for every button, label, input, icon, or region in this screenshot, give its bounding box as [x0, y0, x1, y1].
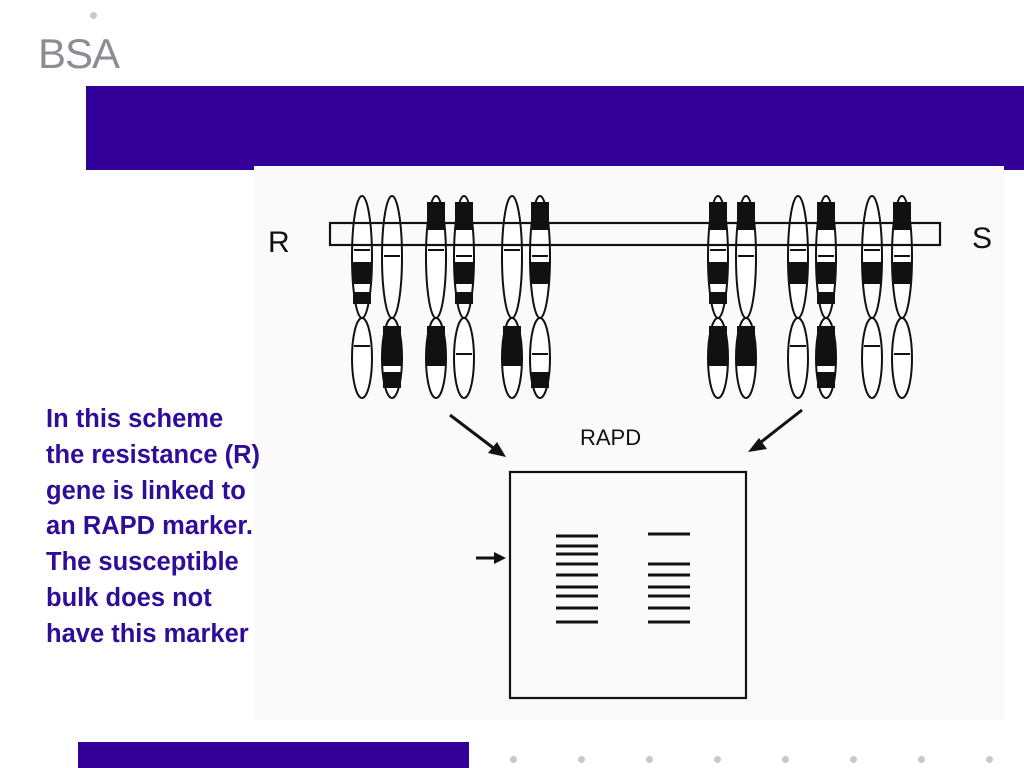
body-line: In this scheme	[46, 405, 224, 433]
marker-pointer-icon	[476, 552, 506, 564]
arrow-left-icon	[449, 413, 506, 457]
footer-band	[78, 742, 469, 768]
decorative-dot	[578, 756, 585, 763]
slide-title: BSA	[38, 30, 120, 77]
body-line: gene is linked to	[46, 476, 246, 505]
label-susceptible: S	[972, 222, 992, 255]
decorative-dot	[918, 756, 925, 763]
title-band	[86, 86, 1024, 170]
gel-box	[508, 470, 748, 700]
gel-bands	[556, 532, 690, 624]
decorative-dot	[986, 756, 993, 763]
chromosome	[381, 195, 403, 399]
decorative-dot	[90, 12, 97, 19]
body-line: the resistance (R)	[46, 440, 260, 469]
decorative-dot	[510, 756, 517, 763]
decorative-dot	[646, 756, 653, 763]
label-resistant: R	[268, 226, 290, 259]
arrow-right-icon	[748, 408, 803, 452]
body-line: have this marker	[46, 619, 249, 648]
chromosome	[529, 195, 551, 399]
chromosome-group	[351, 195, 913, 399]
chromosome	[453, 195, 475, 399]
decorative-dot	[782, 756, 789, 763]
body-line: bulk does not	[46, 583, 212, 612]
bsa-diagram: R S RAPD	[254, 166, 1004, 720]
body-line: an RAPD marker.	[46, 512, 253, 541]
chromosome	[861, 195, 883, 399]
chromosome	[707, 195, 729, 399]
chromosome	[351, 195, 373, 399]
label-rapd: RAPD	[580, 425, 641, 450]
decorative-dot	[850, 756, 857, 763]
chromosome	[735, 195, 757, 399]
body-line: The susceptible	[46, 548, 239, 577]
chromosome	[425, 195, 447, 399]
chromosome	[815, 195, 837, 399]
chromosome	[501, 195, 523, 399]
chromosome	[787, 195, 809, 399]
decorative-dot	[714, 756, 721, 763]
linkage-bar	[328, 221, 942, 247]
chromosome	[891, 195, 913, 399]
body-text: In this scheme the resistance (R) gene i…	[46, 402, 346, 653]
